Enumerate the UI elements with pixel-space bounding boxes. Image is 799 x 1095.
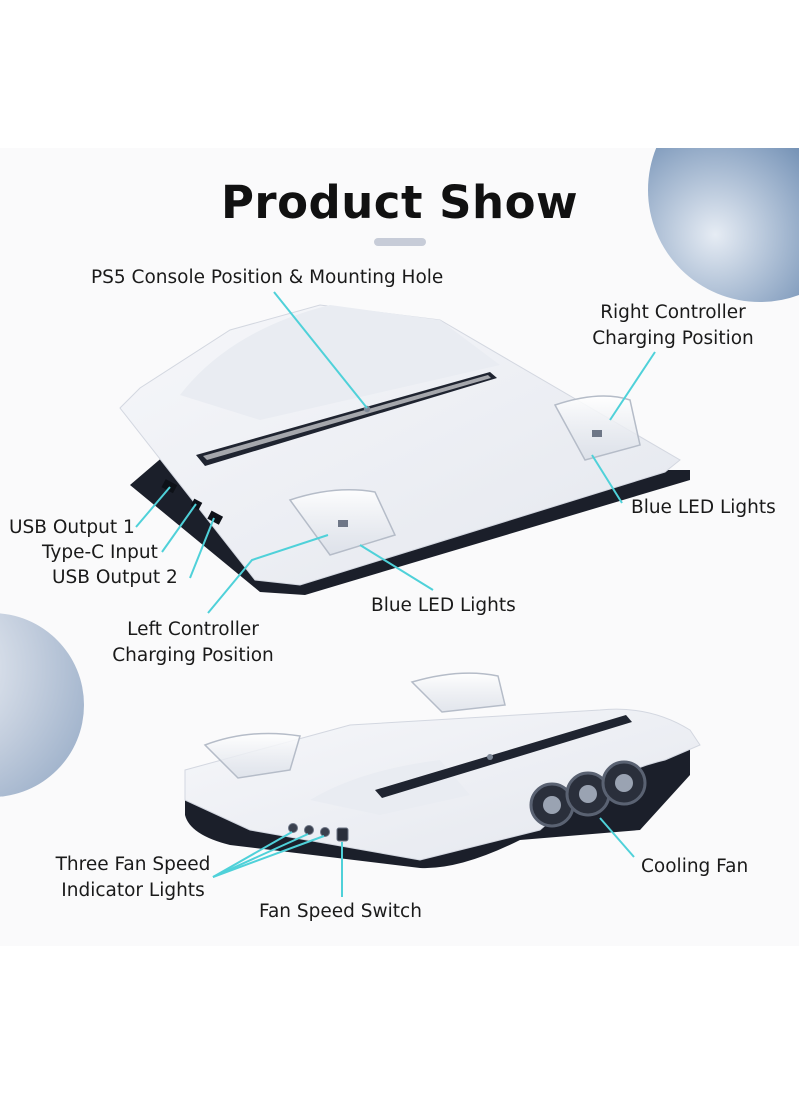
- label-ps5-position: PS5 Console Position & Mounting Hole: [91, 267, 444, 288]
- label-usb-output-1: USB Output 1: [9, 517, 135, 538]
- decor-circle-left: [0, 613, 84, 797]
- callout-left-controller: [207, 534, 329, 614]
- mounting-slot-lower: [375, 715, 632, 798]
- callout-right-controller: [609, 351, 656, 421]
- label-right-controller-line1: Right Controller: [600, 302, 746, 323]
- callout-ps5-position: [273, 291, 368, 409]
- top-stand-illustration: [119, 304, 690, 595]
- callout-type-c: [161, 503, 197, 553]
- label-fan-speed-switch: Fan Speed Switch: [259, 901, 422, 922]
- callout-fan-light-2: [212, 833, 309, 878]
- label-type-c-input: Type-C Input: [42, 542, 158, 563]
- label-right-controller-line2: Charging Position: [592, 328, 754, 349]
- usb-port-1: [161, 479, 178, 494]
- fan-speed-light-1: [288, 823, 298, 833]
- label-right-controller: Right Controller Charging Position: [583, 300, 763, 352]
- bottom-stand-illustration: [184, 672, 701, 869]
- label-blue-led-right: Blue LED Lights: [631, 497, 776, 518]
- fan-speed-light-3: [320, 827, 330, 837]
- label-fan-indicator: Three Fan Speed Indicator Lights: [46, 852, 220, 904]
- label-left-controller: Left Controller Charging Position: [100, 617, 286, 669]
- page-title: Product Show: [220, 176, 579, 229]
- cradle-back: [410, 672, 506, 713]
- callout-usb-output-2: [189, 517, 215, 579]
- callout-blue-led-bottom: [359, 544, 434, 591]
- label-fan-indicator-line1: Three Fan Speed: [55, 854, 211, 875]
- callout-usb-output-1: [135, 486, 171, 528]
- title-underline: [374, 238, 426, 246]
- label-left-controller-line2: Charging Position: [112, 645, 274, 666]
- callout-blue-led-right: [591, 454, 623, 504]
- callout-cooling-fan: [599, 817, 635, 858]
- callout-fan-light-3: [212, 835, 325, 878]
- label-left-controller-line1: Left Controller: [127, 619, 259, 640]
- callout-fan-light-1: [212, 831, 293, 878]
- fan-speed-light-2: [304, 825, 314, 835]
- cradle-front: [203, 732, 301, 779]
- label-fan-indicator-line2: Indicator Lights: [61, 880, 205, 901]
- fan-speed-switch: [336, 827, 349, 842]
- callout-lines: [135, 291, 656, 897]
- label-usb-output-2: USB Output 2: [52, 567, 178, 588]
- right-controller-cradle: [553, 395, 641, 461]
- usb-port-2: [207, 510, 224, 525]
- label-blue-led-bottom: Blue LED Lights: [371, 595, 516, 616]
- label-cooling-fan: Cooling Fan: [641, 856, 749, 877]
- console-hump: [180, 305, 500, 420]
